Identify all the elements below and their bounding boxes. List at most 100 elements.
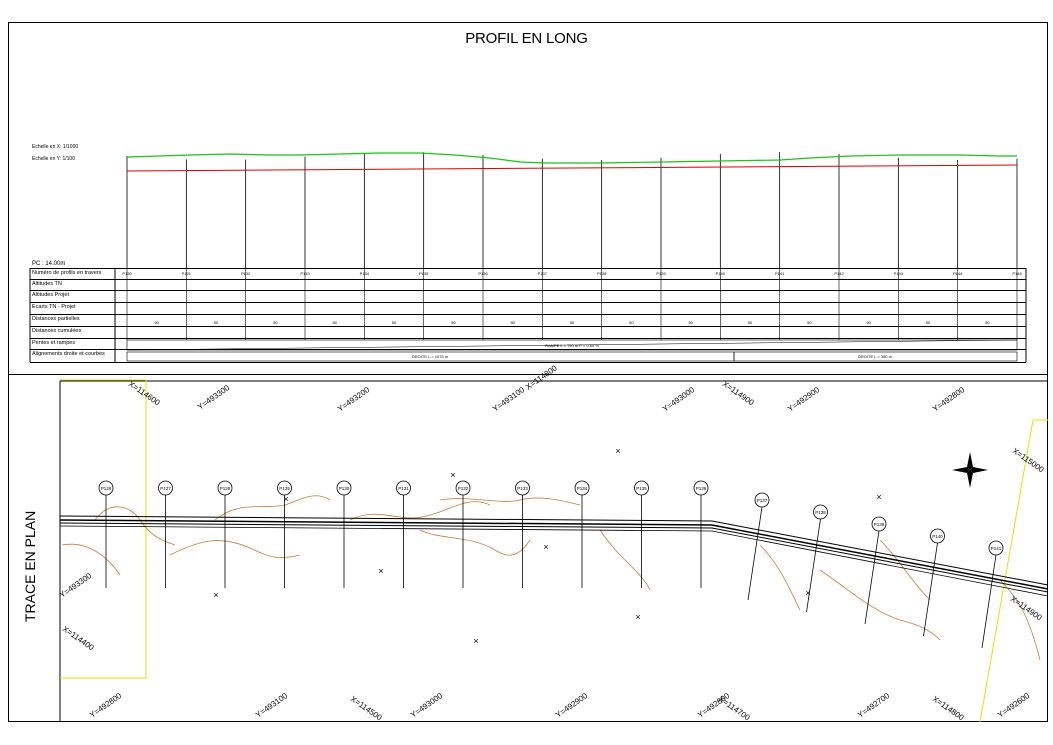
svg-text:×: × bbox=[805, 588, 810, 598]
svg-text:×: × bbox=[473, 636, 478, 646]
coordinate-label: Y=493300 bbox=[58, 571, 94, 600]
row-label-alignements: Alignements droite et courbes bbox=[32, 351, 105, 357]
station-label: P135 bbox=[636, 486, 647, 491]
coordinate-label: Y=493000 bbox=[409, 691, 445, 720]
svg-text:×: × bbox=[213, 590, 218, 600]
row-label-distances-partielles: Distances partielles bbox=[32, 316, 80, 322]
profile-number: P137 bbox=[538, 271, 548, 276]
svg-text:×: × bbox=[876, 492, 881, 502]
partial-distance: 50 bbox=[629, 320, 634, 325]
profile-number: P133 bbox=[300, 271, 310, 276]
station-label: P126 bbox=[101, 486, 112, 491]
svg-text:×: × bbox=[378, 566, 383, 576]
row-label-altitudes-projet: Altitudes Projet bbox=[32, 292, 69, 298]
coordinate-label: Y=493100 bbox=[254, 691, 290, 720]
profile-number: P136 bbox=[478, 271, 488, 276]
partial-distance: 50 bbox=[985, 320, 990, 325]
partial-distance: 50 bbox=[688, 320, 693, 325]
drawing-frame bbox=[8, 22, 1048, 722]
station-label: P130 bbox=[339, 486, 350, 491]
project-line bbox=[126, 164, 1018, 172]
profile-number: P132 bbox=[241, 271, 251, 276]
coordinate-label: X=114500 bbox=[349, 694, 384, 722]
svg-text:×: × bbox=[635, 612, 640, 622]
partial-distance: 50 bbox=[214, 320, 219, 325]
partial-distance: 50 bbox=[510, 320, 515, 325]
terrain-line bbox=[126, 152, 1017, 164]
profile-number: P145 bbox=[1012, 271, 1022, 276]
station-label: P134 bbox=[577, 486, 588, 491]
profile-number: P143 bbox=[894, 271, 904, 276]
road-alignment bbox=[59, 515, 1049, 597]
profile-number: P144 bbox=[953, 271, 963, 276]
partial-distance: 50 bbox=[926, 320, 931, 325]
coordinate-label: X=114400 bbox=[61, 624, 96, 652]
row-label-ecarts: Ecarts TN - Projet bbox=[32, 304, 76, 310]
profile-number: P130 bbox=[122, 271, 132, 276]
profile-number: P138 bbox=[597, 271, 607, 276]
station-label: P131 bbox=[398, 486, 409, 491]
boundary-left bbox=[60, 379, 147, 679]
partial-distance: 50 bbox=[392, 320, 397, 325]
alignment-2: DROITE L = 350 m bbox=[858, 354, 893, 359]
scale-x-label: Echelle en X: 1/1000 bbox=[32, 144, 79, 150]
profile-verticals bbox=[126, 152, 1018, 268]
survey-markers: × × × × × × × × × × bbox=[213, 446, 881, 646]
station-label: P127 bbox=[160, 486, 171, 491]
row-label-distances-cumulees: Distances cumulées bbox=[32, 328, 82, 334]
row-label-profiles: Numéro de profils en travers bbox=[32, 270, 102, 276]
coordinate-label: Y=493100 bbox=[491, 385, 527, 414]
station-label: P140 bbox=[932, 534, 943, 539]
profile-number: P134 bbox=[360, 271, 370, 276]
alignment-1: DROITE L = 1075 m bbox=[412, 354, 449, 359]
station-label: P137 bbox=[757, 498, 768, 503]
coordinate-label: Y=492900 bbox=[554, 691, 590, 720]
profile-graph bbox=[126, 152, 1018, 268]
station-label: P136 bbox=[696, 486, 707, 491]
profile-number: P139 bbox=[656, 271, 666, 276]
profile-table-grid: P130 P131 P132 P133 P134 P135 P136 P137 P138 P139… bbox=[29, 268, 1027, 362]
station-label: P141 bbox=[991, 546, 1002, 551]
station-label: P133 bbox=[517, 486, 528, 491]
coordinate-label: Y=493200 bbox=[336, 385, 372, 414]
svg-text:×: × bbox=[543, 542, 548, 552]
station-label: P138 bbox=[815, 510, 826, 515]
coordinate-label: Y=493000 bbox=[661, 385, 697, 414]
coordinate-label: Y=492900 bbox=[786, 385, 822, 414]
coordinate-label: X=114800 bbox=[931, 694, 966, 722]
coordinate-label: Y=492800 bbox=[88, 691, 124, 720]
profile-number: P131 bbox=[182, 271, 192, 276]
profile-number: P135 bbox=[419, 271, 429, 276]
profile-title: PROFIL EN LONG bbox=[465, 30, 588, 47]
row-label-pentes: Pentes et rampes bbox=[32, 340, 76, 346]
partial-distance: 50 bbox=[332, 320, 337, 325]
svg-text:×: × bbox=[615, 446, 620, 456]
station-label: P139 bbox=[874, 522, 885, 527]
reference-plane-label: PC : 14.00m bbox=[32, 261, 66, 267]
profile-number: P142 bbox=[834, 271, 844, 276]
coordinate-label: X=114900 bbox=[721, 379, 756, 407]
row-label-altitudes-tn: Altitudes TN bbox=[32, 281, 62, 287]
partial-distance: 50 bbox=[807, 320, 812, 325]
partial-distance: 50 bbox=[570, 320, 575, 325]
coordinate-label: Y=493300 bbox=[196, 383, 232, 412]
north-arrow-icon bbox=[952, 452, 988, 488]
station-label: P128 bbox=[220, 486, 231, 491]
station-label: P132 bbox=[458, 486, 469, 491]
profile-number: P141 bbox=[775, 271, 785, 276]
partial-distance: 50 bbox=[866, 320, 871, 325]
svg-text:×: × bbox=[450, 470, 455, 480]
station-label: P129 bbox=[279, 486, 290, 491]
svg-text:×: × bbox=[283, 494, 288, 504]
section-divider bbox=[8, 374, 1048, 375]
partial-distance: 50 bbox=[273, 320, 278, 325]
contour-lines bbox=[61, 495, 1041, 661]
coordinate-label: Y=492800 bbox=[931, 385, 967, 414]
coordinate-label: Y=492700 bbox=[856, 691, 892, 720]
slope-label: RAMPE L = 750 m P = 0,65 % bbox=[545, 343, 599, 348]
partial-distance: 50 bbox=[451, 320, 456, 325]
coordinate-label: X=114700 bbox=[717, 694, 752, 722]
coordinate-label: Y=492600 bbox=[996, 691, 1032, 720]
profile-number: P140 bbox=[716, 271, 726, 276]
